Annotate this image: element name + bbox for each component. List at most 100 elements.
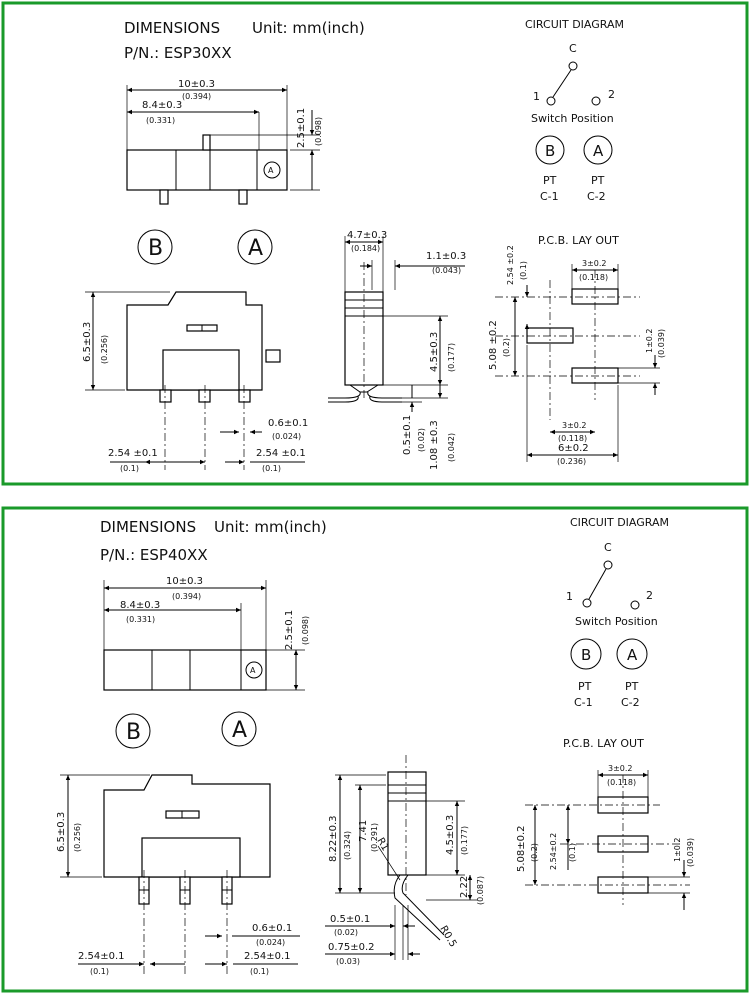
pin-1-label: 1	[566, 590, 573, 603]
dim-s05-in: (0.02)	[417, 428, 426, 452]
pcb-p6: 6±0.2	[558, 443, 589, 454]
dim-h65-in: (0.256)	[73, 823, 82, 852]
dim-s47-in: (0.184)	[351, 244, 380, 253]
pos-b-label: B	[545, 142, 555, 160]
pos-a-c: C-2	[621, 696, 640, 709]
pcb-p508-in: (0.2)	[530, 843, 539, 862]
dim-w84-in: (0.331)	[146, 116, 175, 125]
dim-p254b: 2.54±0.1	[244, 951, 291, 962]
pos-a-label: A	[593, 142, 604, 160]
pos-a-pt: PT	[591, 174, 605, 187]
pcb-p3b: 3±0.2	[562, 421, 587, 430]
circuit-diagram: CIRCUIT DIAGRAM C 1 2 Switch Position B …	[566, 516, 669, 709]
pin-2-label: 2	[608, 88, 615, 101]
dim-w06-in: (0.024)	[272, 432, 301, 441]
pcb-p508-in: (0.2)	[502, 338, 511, 357]
dim-p254b-in: (0.1)	[250, 967, 269, 976]
front-view: 6.5±0.3 (0.256) 0.6±0.1 (0.024) 2.54 ±0.…	[82, 291, 308, 473]
dim-s822-in: (0.324)	[343, 831, 352, 860]
front-view: 6.5±0.3 (0.256) 0.6±0.1 (0.024) 2.54±0.1…	[56, 774, 300, 976]
big-b: B	[148, 236, 163, 261]
dim-h65: 6.5±0.3	[56, 812, 67, 852]
pcb-p1-in: (0.039)	[686, 838, 695, 867]
part-number: P/N.: ESP40XX	[100, 546, 208, 564]
dim-s05-in: (0.02)	[334, 928, 358, 937]
pcb-p508: 5.08±0.2	[516, 825, 527, 872]
dim-s222: 2.22	[459, 876, 470, 898]
dim-s45-in: (0.177)	[460, 826, 469, 855]
dim-s47: 4.7±0.3	[347, 230, 387, 241]
dim-s822: 8.22±0.3	[328, 815, 339, 862]
switch-position-label: Switch Position	[531, 112, 614, 125]
pcb-title: P.C.B. LAY OUT	[538, 234, 619, 247]
dim-h65-in: (0.256)	[100, 335, 109, 364]
dim-w84: 8.4±0.3	[142, 100, 182, 111]
big-b: B	[126, 720, 141, 745]
pcb-p1-in: (0.039)	[657, 329, 666, 358]
pos-a-label: A	[627, 646, 638, 664]
dim-s11-in: (0.043)	[432, 266, 461, 275]
pcb-p3t-in: (0.118)	[579, 273, 608, 282]
circuit-diagram: CIRCUIT DIAGRAM C 1 2 Switch Position B …	[525, 18, 624, 203]
dim-w84-in: (0.331)	[126, 615, 155, 624]
dim-s45-in: (0.177)	[447, 343, 456, 372]
view-marker-a: A	[250, 666, 256, 675]
pcb-p254-in: (0.1)	[568, 843, 577, 862]
view-marker-a: A	[268, 166, 274, 175]
panel-esp30xx: DIMENSIONS Unit: mm(inch) P/N.: ESP30XX …	[1, 1, 749, 486]
dim-s741-in: (0.291)	[370, 823, 379, 852]
dim-s108: 1.08 ±0.3	[429, 420, 440, 470]
dimensions-label: DIMENSIONS	[100, 518, 196, 536]
pcb-p3t: 3±0.2	[608, 764, 633, 773]
pos-b-pt: PT	[578, 680, 592, 693]
pcb-title: P.C.B. LAY OUT	[563, 737, 644, 750]
side-view: 4.7±0.3 (0.184) 1.1±0.3 (0.043) 4.5±0.3 …	[328, 230, 466, 470]
pcb-layout: P.C.B. LAY OUT 3±0.2 (0.118) 2.54 ±0.2 (…	[488, 234, 666, 466]
pcb-layout: P.C.B. LAY OUT 3±0.2 (0.118) 5.08±0.2 (0…	[516, 737, 695, 910]
dim-s222-in: (0.087)	[476, 876, 485, 905]
circuit-title: CIRCUIT DIAGRAM	[570, 516, 669, 529]
circuit-title: CIRCUIT DIAGRAM	[525, 18, 624, 31]
dim-w10: 10±0.3	[178, 79, 215, 90]
dim-s11: 1.1±0.3	[426, 251, 466, 262]
pos-b-label: B	[581, 646, 591, 664]
pcb-p254-in: (0.1)	[519, 261, 528, 280]
pcb-p254: 2.54 ±0.2	[506, 245, 515, 285]
pcb-p3b-in: (0.118)	[558, 434, 587, 443]
dim-s05: 0.5±0.1	[330, 914, 370, 925]
pos-b-c: C-1	[574, 696, 593, 709]
dim-s108-in: (0.042)	[447, 433, 456, 462]
dim-w06: 0.6±0.1	[252, 923, 292, 934]
dim-w10: 10±0.3	[166, 576, 203, 587]
pos-a-c: C-2	[587, 190, 606, 203]
dim-p254a: 2.54 ±0.1	[108, 448, 158, 459]
top-view: 10±0.3 (0.394) 8.4±0.3 (0.331) A 2.5±0.1…	[103, 576, 310, 691]
dim-w10-in: (0.394)	[172, 592, 201, 601]
dim-h25: 2.5±0.1	[284, 610, 295, 650]
dim-p254b-in: (0.1)	[262, 464, 281, 473]
unit-label: Unit: mm(inch)	[214, 518, 327, 536]
pcb-p508: 5.08 ±0.2	[488, 320, 499, 370]
dim-s075: 0.75±0.2	[328, 942, 375, 953]
dim-p254a-in: (0.1)	[120, 464, 139, 473]
dim-s075-in: (0.03)	[336, 957, 360, 966]
pcb-p254: 2.54±0.2	[549, 833, 558, 870]
dim-h25-in: (0.098)	[301, 616, 310, 645]
dim-h65: 6.5±0.3	[82, 322, 93, 362]
pos-b-pt: PT	[543, 174, 557, 187]
dim-p254a: 2.54±0.1	[78, 951, 125, 962]
top-view: 10±0.3 (0.394) 8.4±0.3 (0.331) A 2.5±0.1…	[126, 79, 323, 205]
switch-position-label: Switch Position	[575, 615, 658, 628]
pos-a-pt: PT	[625, 680, 639, 693]
dim-s45: 4.5±0.3	[445, 815, 456, 855]
dim-s45: 4.5±0.3	[429, 332, 440, 372]
dim-h25-in: (0.098)	[314, 117, 323, 146]
pcb-p1: 1±0.2	[645, 328, 654, 353]
pin-1-label: 1	[533, 90, 540, 103]
dim-w06: 0.6±0.1	[268, 418, 308, 429]
dim-p254a-in: (0.1)	[90, 967, 109, 976]
panel-esp40xx: DIMENSIONS Unit: mm(inch) P/N.: ESP40XX …	[1, 506, 749, 993]
pcb-p3t: 3±0.2	[582, 259, 607, 268]
dim-w10-in: (0.394)	[182, 92, 211, 101]
